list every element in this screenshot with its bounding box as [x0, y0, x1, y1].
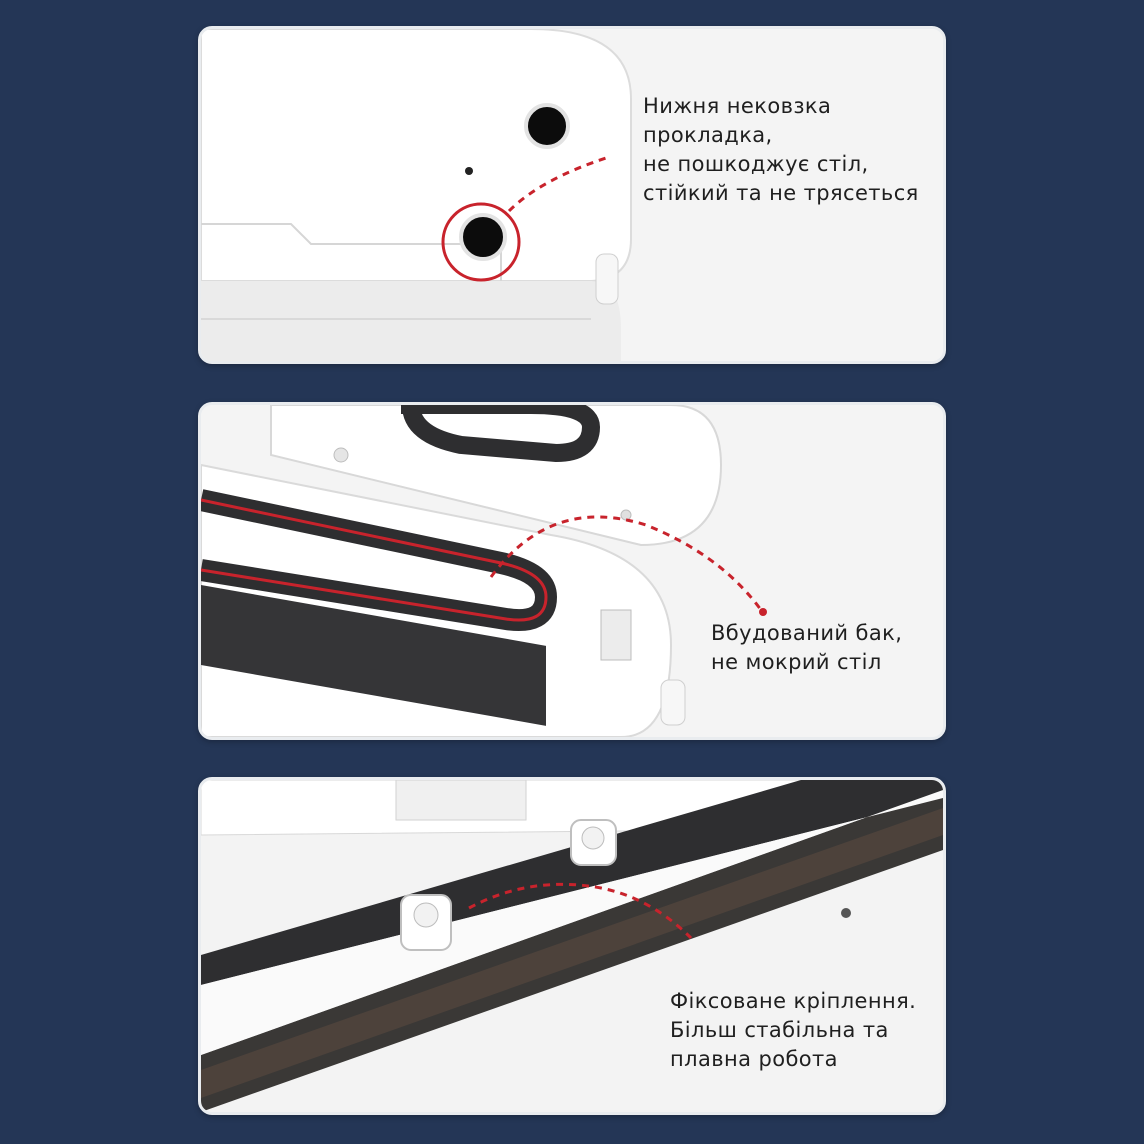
- feature-caption-fixed-mount: Фіксоване кріплення. Більш стабільна та …: [670, 987, 916, 1074]
- dashed-leader-line: [489, 515, 763, 611]
- feature-caption-anti-slip: Нижня нековзка прокладка, не пошкоджує с…: [643, 92, 919, 208]
- caption-line: Фіксоване кріплення.: [670, 989, 917, 1013]
- dashed-leader-line: [468, 882, 693, 940]
- feature-panel-fixed-mount: Фіксоване кріплення. Більш стабільна та …: [198, 777, 946, 1115]
- highlight-circle: [441, 202, 521, 282]
- tank-outline: [201, 498, 548, 622]
- fixed-mount-illustration: [201, 780, 943, 1112]
- caption-line: не пошкоджує стіл,: [643, 152, 869, 176]
- caption-line: не мокрий стіл: [711, 650, 882, 674]
- rubber-foot-bottom: [459, 213, 507, 261]
- caption-line: Вбудований бак,: [711, 621, 903, 645]
- rubber-foot-top: [524, 103, 570, 149]
- feature-panel-built-in-tank: Вбудований бак, не мокрий стіл: [198, 402, 946, 740]
- caption-line: Більш стабільна та: [670, 1018, 889, 1042]
- feature-caption-built-in-tank: Вбудований бак, не мокрий стіл: [711, 619, 902, 677]
- lid-gasket: [401, 405, 601, 463]
- caption-line: стійкий та не трясеться: [643, 181, 919, 205]
- caption-line: Нижня нековзка: [643, 94, 832, 118]
- gasket-strip: [201, 585, 546, 726]
- mounting-clip-back: [570, 819, 617, 866]
- caption-line: прокладка,: [643, 123, 773, 147]
- feature-panel-anti-slip: Нижня нековзка прокладка, не пошкоджує с…: [198, 26, 946, 364]
- anti-slip-pad-illustration: [201, 29, 943, 361]
- upper-gasket-strip: [201, 780, 943, 985]
- mounting-clip-front: [400, 894, 452, 951]
- caption-line: плавна робота: [670, 1047, 838, 1071]
- built-in-tank-illustration: [201, 405, 943, 737]
